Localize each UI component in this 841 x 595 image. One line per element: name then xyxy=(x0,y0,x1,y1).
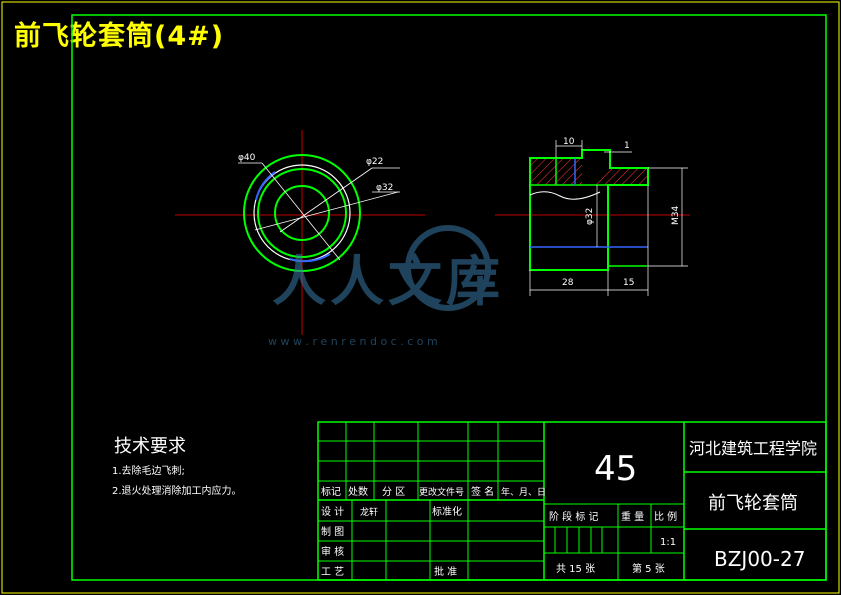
tech-heading: 技术要求 xyxy=(114,436,186,457)
tb-header-5: 年、月、日 xyxy=(501,486,546,498)
drawing-title: 前飞轮套筒(4#) xyxy=(14,21,225,52)
tech-requirements: 技术要求 1.去除毛边飞刺; 2.退火处理消除加工内应力。 xyxy=(112,436,242,497)
tb-approve: 批 准 xyxy=(434,565,457,578)
break-line xyxy=(529,191,601,200)
side-view: 10 1 28 15 φ32 M34 xyxy=(495,137,690,296)
tb-header-4: 签 名 xyxy=(471,485,494,498)
tb-part-name: 前飞轮套筒 xyxy=(708,493,798,514)
watermark-url: w w w . r e n r e n d o c . c o m xyxy=(268,335,438,348)
tb-school: 河北建筑工程学院 xyxy=(689,439,817,458)
front-view: φ40 φ22 φ32 xyxy=(175,130,425,335)
dim-phi22: φ22 xyxy=(366,157,383,167)
inner-circle xyxy=(274,185,330,241)
mid-circle-green xyxy=(257,168,347,258)
leader-phi22 xyxy=(279,167,373,233)
dim-m34: M34 xyxy=(671,206,681,225)
section-hatch-right xyxy=(595,168,648,185)
tech-item-1: 1.去除毛边飞刺; xyxy=(112,464,185,477)
thread-arc xyxy=(255,171,276,201)
tb-sheet-total: 共 15 张 xyxy=(556,563,595,575)
tb-header-1: 处数 xyxy=(348,485,368,498)
title-block-frame xyxy=(317,421,827,581)
watermark-ring xyxy=(405,225,491,311)
tb-design: 设 计 xyxy=(321,505,344,518)
tb-signature: 龙轩 xyxy=(360,506,378,518)
title-block xyxy=(317,421,827,581)
outer-circle xyxy=(243,154,361,272)
tb-check-draw: 制 图 xyxy=(321,525,344,538)
tb-scale-label: 比 例 xyxy=(654,510,677,523)
leader-phi32 xyxy=(254,191,399,231)
dim-phi32-side: φ32 xyxy=(585,208,595,225)
tb-header-2: 分 区 xyxy=(382,486,405,498)
leader-phi40 xyxy=(261,162,341,261)
dim-10: 10 xyxy=(563,137,575,147)
tech-item-2: 2.退火处理消除加工内应力。 xyxy=(112,484,242,497)
watermark: 人人文库 w w w . r e n r e n d o c . c o m xyxy=(268,225,504,348)
tb-process: 工 艺 xyxy=(321,566,344,578)
tb-header-0: 标记 xyxy=(321,486,341,498)
tb-header-3: 更改文件号 xyxy=(419,486,464,498)
thread-arc-2 xyxy=(289,253,331,263)
tb-sheet-no: 第 5 张 xyxy=(632,562,665,575)
tb-material: 45 xyxy=(594,449,637,489)
tb-review: 审 核 xyxy=(321,545,344,558)
dim-phi32: φ32 xyxy=(376,183,393,193)
tb-scale-value: 1:1 xyxy=(660,537,676,548)
dim-28: 28 xyxy=(562,278,574,288)
tb-drawing-no: BZJ00-27 xyxy=(714,547,805,571)
tb-stage-mark: 阶 段 标 记 xyxy=(549,510,599,523)
title-block-text: 标记 处数 分 区 更改文件号 签 名 年、月、日 设 计 龙轩 标准化 制 图… xyxy=(321,439,817,578)
tb-weight: 重 量 xyxy=(621,510,644,523)
watermark-text: 人人文库 xyxy=(272,250,504,313)
dim-15: 15 xyxy=(623,278,634,288)
dim-1: 1 xyxy=(624,141,630,151)
tb-standardize: 标准化 xyxy=(432,505,462,518)
dim-phi40: φ40 xyxy=(238,153,256,163)
